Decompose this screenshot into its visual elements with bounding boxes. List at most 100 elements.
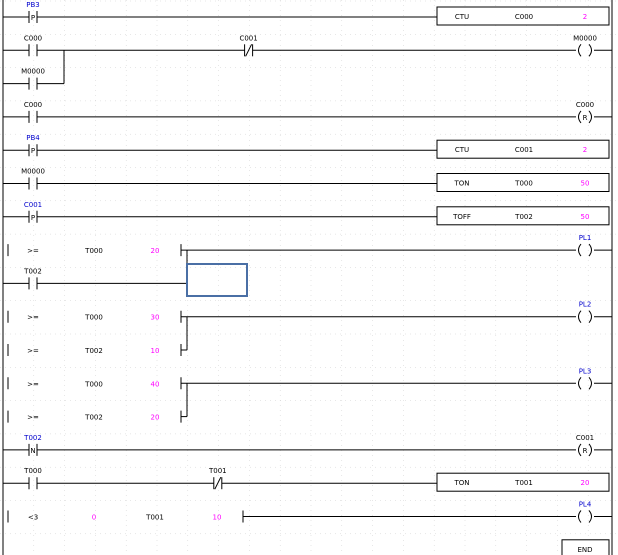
contact-label: C001 xyxy=(239,34,257,42)
rung-1-contact-0[interactable]: C000 xyxy=(24,34,42,57)
coil-label: PL2 xyxy=(579,301,592,309)
compare-operator: >= xyxy=(27,347,39,355)
compare-operand: 30 xyxy=(151,314,160,322)
rung-15-coil[interactable]: PL4 xyxy=(578,501,592,523)
instruction-device: T001 xyxy=(514,479,533,487)
coil-right-arc xyxy=(588,443,592,457)
rung-5-contact-0[interactable]: M0000 xyxy=(21,168,45,190)
rung-3-contact-0[interactable]: C000 xyxy=(24,101,42,123)
compare-operand: 20 xyxy=(151,247,160,255)
contact-label: M0000 xyxy=(21,168,45,176)
compare-operator: >= xyxy=(27,414,39,422)
contact-type-letter: P xyxy=(31,214,35,222)
rung-1-contact-1[interactable]: C001 xyxy=(239,34,258,57)
instruction-op: TON xyxy=(453,180,469,188)
contact-label: T001 xyxy=(208,467,227,475)
instruction-op: TON xyxy=(453,479,469,487)
wires xyxy=(3,16,612,517)
instruction-device: C000 xyxy=(515,13,533,21)
instruction-box-frame xyxy=(436,139,610,159)
compare-operator: >= xyxy=(27,247,39,255)
coil-reset-letter: R xyxy=(583,114,588,122)
rung-8-contact-0[interactable]: T002 xyxy=(23,267,42,290)
instruction-preset: 2 xyxy=(583,146,587,154)
contact-label: C000 xyxy=(24,34,42,42)
coil-left-arc xyxy=(578,376,582,390)
instruction-op: TOFF xyxy=(452,213,471,221)
rung-1-coil[interactable]: M0000 xyxy=(573,34,597,57)
instruction-preset: 2 xyxy=(583,13,587,21)
compare-operand: T000 xyxy=(84,247,103,255)
coil-label: PL4 xyxy=(579,501,592,509)
coil-label: M0000 xyxy=(573,34,597,42)
compare-operator: <3 xyxy=(28,514,38,522)
rung-0-instruction[interactable]: CTU C000 2 xyxy=(436,6,610,26)
contact-type-letter: N xyxy=(30,447,35,455)
compare-operand: 20 xyxy=(151,414,160,422)
compare-operand: 10 xyxy=(151,347,160,355)
rung-14-contact-0[interactable]: T000 xyxy=(23,467,42,490)
rung-15-compare[interactable]: <3 0 T001 10 xyxy=(7,510,244,523)
contact-label: T002 xyxy=(23,267,42,275)
rung-7-coil[interactable]: PL1 xyxy=(578,234,592,257)
coil-reset-letter: R xyxy=(583,447,588,455)
selection-cursor[interactable] xyxy=(186,263,248,297)
rung-11-coil[interactable]: PL3 xyxy=(578,367,592,390)
compare-operand: T002 xyxy=(84,347,103,355)
instruction-box-frame xyxy=(436,173,610,192)
instruction-box-frame xyxy=(436,206,610,226)
compare-operand: T001 xyxy=(145,514,164,522)
compare-operand: T000 xyxy=(84,380,103,388)
compare-operand: 10 xyxy=(213,514,222,522)
contact-label: C000 xyxy=(24,101,42,109)
contact-type-letter: P xyxy=(31,14,35,22)
coil-left-arc xyxy=(578,510,582,523)
compare-operand: 40 xyxy=(151,380,160,388)
contact-label: C001 xyxy=(24,201,42,209)
contact-label: T000 xyxy=(23,467,42,475)
coil-right-arc xyxy=(588,510,592,523)
contact-slash xyxy=(245,44,253,57)
instruction-preset: 50 xyxy=(581,213,590,221)
rung-10-compare[interactable]: >= T002 10 xyxy=(7,344,182,356)
end-box xyxy=(561,539,610,555)
coil-left-arc xyxy=(578,310,582,324)
coil-left-arc xyxy=(578,443,582,457)
compare-operand: 0 xyxy=(92,514,96,522)
instruction-device: T000 xyxy=(514,180,533,188)
rung-2-contact-0[interactable]: M0000 xyxy=(21,68,45,90)
rung-11-compare[interactable]: >= T000 40 xyxy=(7,377,182,390)
rung-7-compare[interactable]: >= T000 20 xyxy=(7,244,182,257)
instruction-device: C001 xyxy=(515,146,533,154)
coil-right-arc xyxy=(588,310,592,324)
instruction-op: CTU xyxy=(455,13,469,21)
compare-operand: T000 xyxy=(84,314,103,322)
rung-0-contact-0[interactable]: P PB3 xyxy=(26,1,40,23)
coil-left-arc xyxy=(578,243,582,257)
contact-label: PB3 xyxy=(26,1,39,9)
rung-9-coil[interactable]: PL2 xyxy=(578,301,592,324)
coil-label: PL1 xyxy=(579,234,592,242)
rung-13-coil[interactable]: R C001 xyxy=(576,434,594,457)
coil-right-arc xyxy=(588,243,592,257)
coil-left-arc xyxy=(578,110,582,124)
rung-14-contact-1[interactable]: T001 xyxy=(208,467,227,490)
rung-6-contact-0[interactable]: P C001 xyxy=(24,201,42,223)
end-instruction: END xyxy=(561,539,610,555)
coil-label: C001 xyxy=(576,434,594,442)
instruction-box-frame xyxy=(436,6,610,26)
compare-operator: >= xyxy=(27,380,39,388)
